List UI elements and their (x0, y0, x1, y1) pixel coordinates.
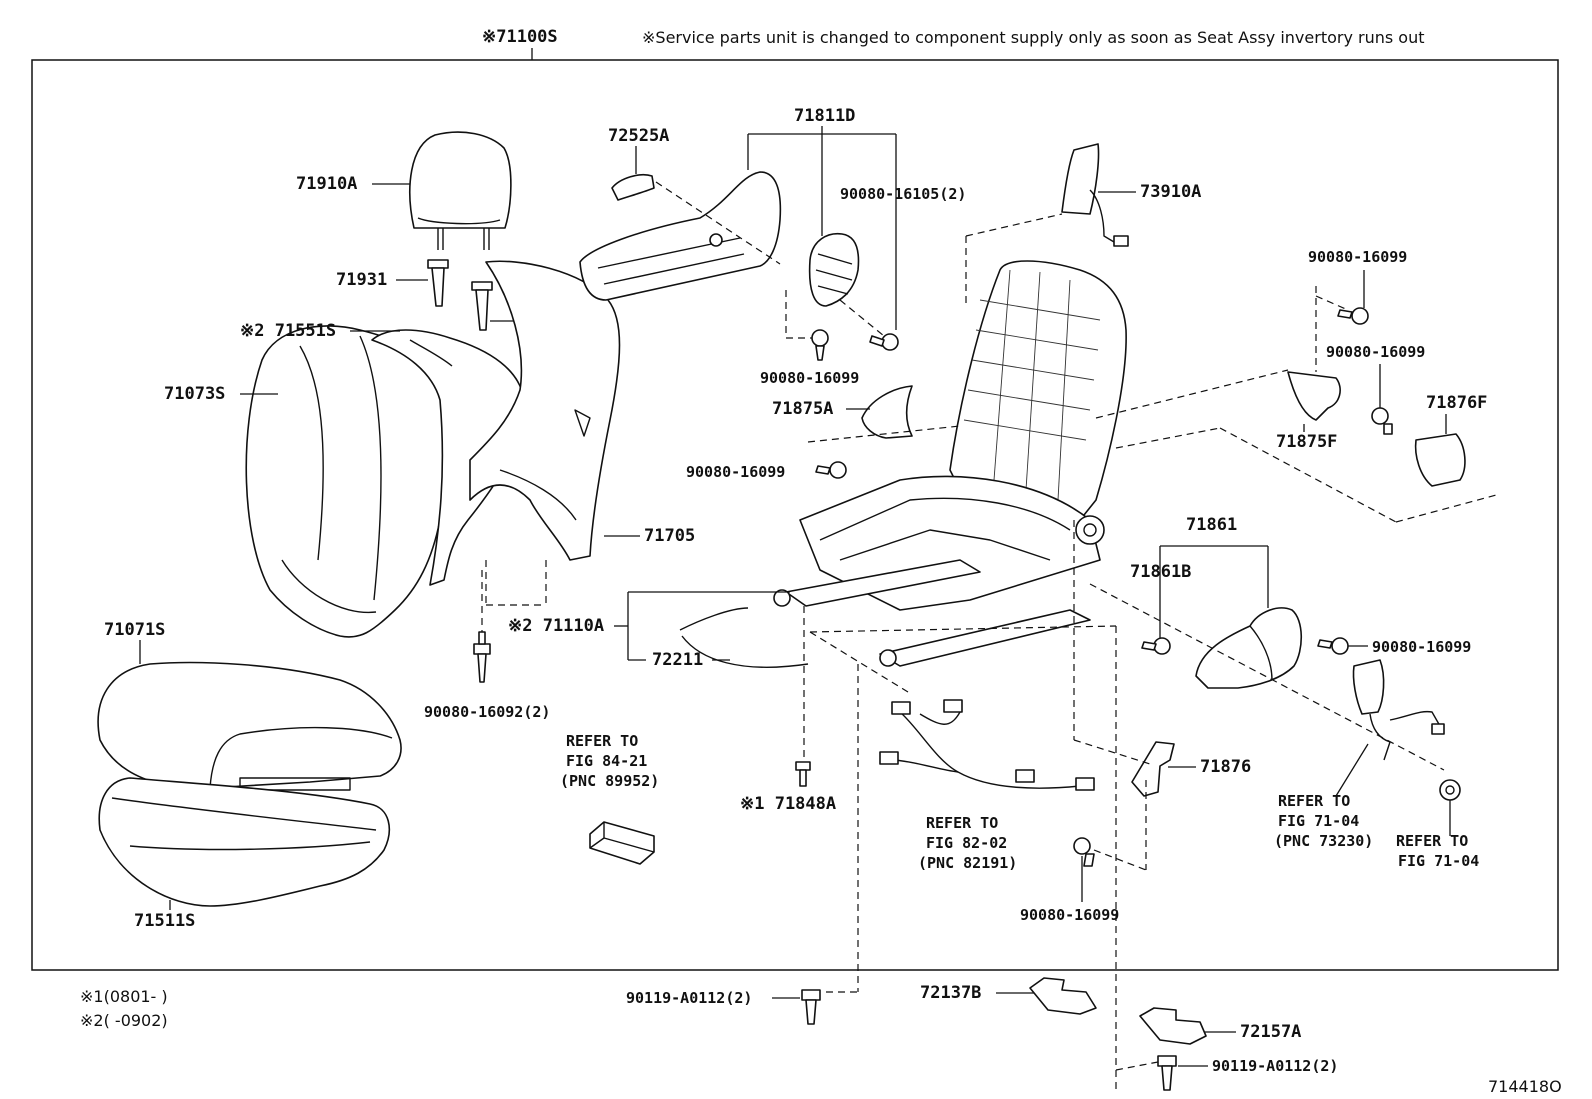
service-note: ※Service parts unit is changed to compon… (642, 28, 1425, 47)
footnote-1: ※1(0801- ) (80, 987, 168, 1006)
label-adjuster: ※2 71110A (508, 616, 604, 636)
headrest-part (409, 131, 512, 250)
label-cushion-cover: 71071S (104, 620, 165, 640)
nut-part (1439, 779, 1461, 801)
label-cushion-pad: 71511S (134, 911, 195, 931)
label-cover-hinge: 71875A (772, 399, 833, 419)
recliner-cover-part (1195, 607, 1303, 689)
nut-refer-line2: FIG 71-04 (1398, 852, 1479, 870)
cover-right-inner-part (1414, 433, 1466, 487)
harness-refer-line2: FIG 82-02 (926, 834, 1007, 852)
back-board-part (469, 260, 621, 561)
screw-shield-part (869, 333, 899, 351)
label-cover-right-inner: 71876F (1426, 393, 1487, 413)
bolt-lower-right-part (1157, 1055, 1177, 1091)
label-recliner-cover: 71861 (1186, 515, 1237, 535)
label-wire: 72211 (652, 650, 703, 670)
footnote-2: ※2( -0902) (80, 1011, 168, 1030)
label-screw-recliner: 90080-16099 (1372, 638, 1471, 656)
label-back-board: 71705 (644, 526, 695, 546)
lever-part (611, 173, 655, 201)
cushion-pad-part (98, 777, 391, 907)
label-bolt-lower-left: 90119-A0112(2) (626, 989, 752, 1007)
cover-hinge-part (861, 385, 913, 439)
ecu-refer-line1: REFER TO (566, 732, 638, 750)
label-screw-right-mid: 90080-16099 (1326, 343, 1425, 361)
harness-refer-line3: (PNC 82191) (918, 854, 1017, 872)
label-headrest: 71910A (296, 174, 357, 194)
label-bolt-lower-right: 90119-A0112(2) (1212, 1057, 1338, 1075)
side-airbag-part (1061, 143, 1129, 247)
label-back-cover: 71073S (164, 384, 225, 404)
harness-part (879, 699, 1095, 791)
shield-part (579, 171, 782, 301)
seat-frame-part (773, 260, 1127, 667)
screw-cover-hinge-part (815, 461, 847, 479)
label-screw-shield: 90080-16105(2) (840, 185, 966, 203)
cover-lower-1-part (1029, 977, 1097, 1015)
label-cover-lower-2: 72157A (1240, 1022, 1301, 1042)
belt-refer-line1: REFER TO (1278, 792, 1350, 810)
cushion-cover-part (97, 661, 402, 791)
screw-recliner-part (1317, 637, 1349, 655)
label-cover-right: 71875F (1276, 432, 1337, 452)
label-screw-shield-lower: 90080-16099 (760, 369, 859, 387)
label-lever: 72525A (608, 126, 669, 146)
harness-refer-line1: REFER TO (926, 814, 998, 832)
belt-refer-line2: FIG 71-04 (1278, 812, 1359, 830)
back-cover-part (245, 325, 450, 638)
recliner-clip-part (1141, 637, 1171, 655)
label-screw-pin: ※1 71848A (740, 794, 836, 814)
ecu-refer-line3: (PNC 89952) (560, 772, 659, 790)
bolt-back-board-part (473, 631, 491, 683)
support-right-part (471, 281, 493, 331)
label-support-left: 71931 (336, 270, 387, 290)
diagram-id: 714418O (1488, 1077, 1562, 1096)
ecu-module-part (589, 821, 655, 865)
label-cover-lower-1: 72137B (920, 983, 981, 1003)
screw-right-mid-part (1371, 407, 1393, 435)
support-left-part (427, 259, 449, 307)
belt-buckle-part (1352, 659, 1445, 761)
assembly-label: ※71100S (482, 27, 558, 47)
label-recliner-clip: 71861B (1130, 562, 1191, 582)
assembly-frame (31, 59, 1559, 971)
screw-right-top-part (1337, 307, 1369, 325)
label-bracket: 71876 (1200, 757, 1251, 777)
wire-part (679, 607, 809, 668)
label-back-pad: ※2 71551S (240, 321, 336, 341)
label-screw-bracket: 90080-16099 (1020, 906, 1119, 924)
cover-lower-2-part (1139, 1007, 1207, 1045)
belt-refer-line3: (PNC 73230) (1274, 832, 1373, 850)
screw-pin-part (795, 761, 811, 787)
label-screw-right-top: 90080-16099 (1308, 248, 1407, 266)
label-shield: 71811D (794, 106, 855, 126)
back-pad-part (371, 329, 525, 586)
cover-right-part (1287, 371, 1341, 421)
ecu-refer-line2: FIG 84-21 (566, 752, 647, 770)
label-side-airbag: 73910A (1140, 182, 1201, 202)
screw-bracket-part (1073, 837, 1095, 867)
bolt-lower-left-part (801, 989, 821, 1025)
label-bolt-back-board: 90080-16092(2) (424, 703, 550, 721)
bracket-part (1131, 741, 1175, 797)
label-screw-cover-hinge: 90080-16099 (686, 463, 785, 481)
shield-inner-part (808, 232, 860, 307)
screw-shield-lower-part (811, 329, 829, 361)
nut-refer-line1: REFER TO (1396, 832, 1468, 850)
